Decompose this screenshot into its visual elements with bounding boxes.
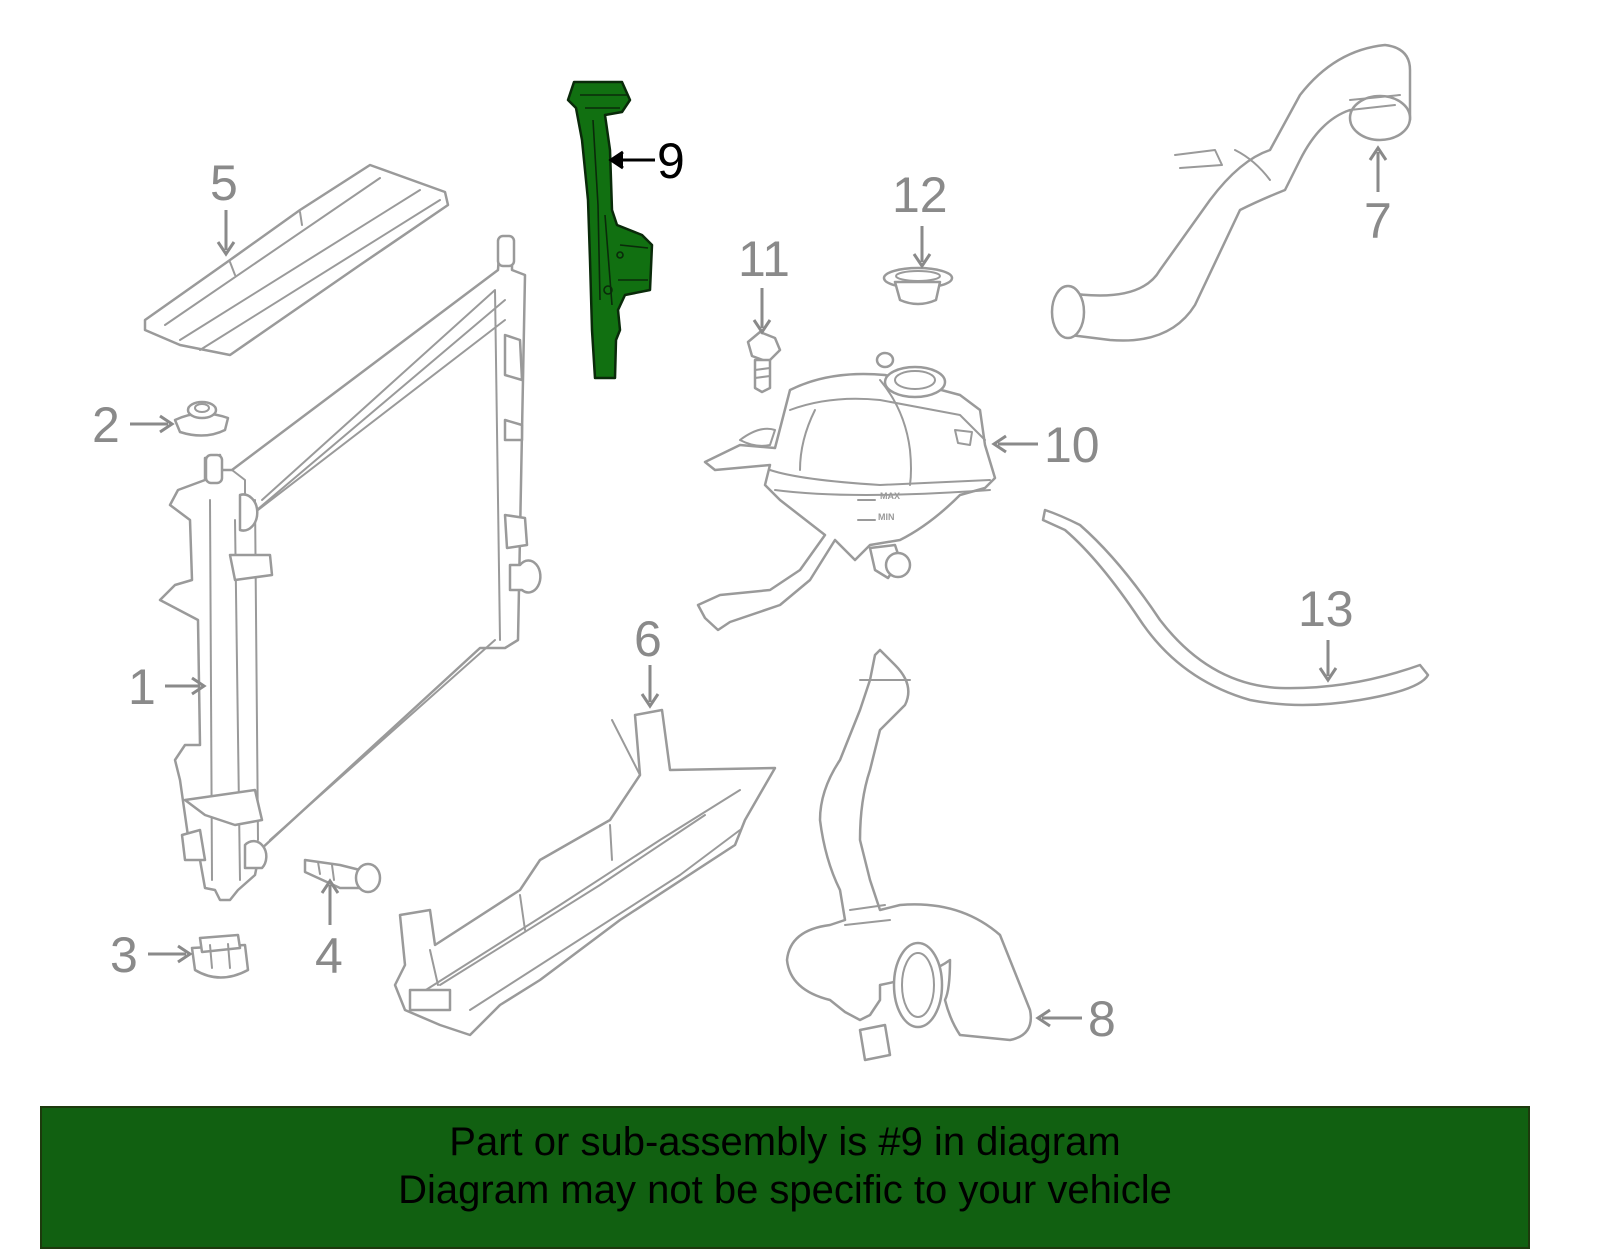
callout-7-number: 7 [1364, 193, 1392, 249]
callout-2: 2 [92, 397, 175, 453]
callout-7: 7 [1364, 145, 1392, 249]
callout-5: 5 [210, 155, 238, 257]
banner-line-1: Part or sub-assembly is #9 in diagram [449, 1120, 1121, 1164]
info-banner: Part or sub-assembly is #9 in diagram Di… [40, 1106, 1530, 1249]
lower-radiator-hose-part [785, 648, 1033, 1062]
callout-6-number: 6 [634, 611, 662, 667]
callout-12: 12 [892, 167, 948, 269]
callout-13-number: 13 [1298, 581, 1354, 637]
upper-isolator-part [173, 400, 230, 437]
min-mark-label: MIN [878, 512, 895, 522]
callout-9-highlighted: 9 [608, 133, 685, 189]
radiator-part [158, 234, 542, 902]
callout-4-number: 4 [315, 928, 343, 984]
callout-12-number: 12 [892, 167, 948, 223]
callout-1: 1 [128, 659, 207, 715]
callout-10-number: 10 [1044, 417, 1100, 473]
bolt-part [746, 330, 782, 394]
drain-plug-part [303, 858, 382, 894]
callout-1-number: 1 [128, 659, 156, 715]
callout-8: 8 [1035, 991, 1116, 1047]
upper-radiator-hose-part [1050, 43, 1412, 342]
max-mark-label: MAX [880, 491, 900, 501]
callout-3-number: 3 [110, 927, 138, 983]
lower-air-deflector-part [393, 708, 777, 1037]
banner-line-2: Diagram may not be specific to your vehi… [398, 1168, 1172, 1212]
callout-10: 10 [991, 417, 1100, 473]
callout-13: 13 [1298, 581, 1354, 683]
callout-11-number: 11 [738, 231, 790, 287]
callout-9-number: 9 [657, 133, 685, 189]
callout-2-number: 2 [92, 397, 120, 453]
callout-6: 6 [634, 611, 662, 709]
lower-isolator-part [190, 933, 250, 979]
overflow-hose-part [1041, 508, 1430, 707]
callout-4: 4 [315, 878, 343, 984]
callout-11: 11 [738, 231, 790, 335]
callout-3: 3 [110, 927, 193, 983]
radiator-bracket-part-highlighted [566, 80, 654, 380]
pressure-cap-part [882, 266, 954, 306]
upper-air-deflector-part [143, 163, 450, 357]
coolant-reservoir-part: MAX MIN [696, 351, 997, 632]
callout-8-number: 8 [1088, 991, 1116, 1047]
callout-5-number: 5 [210, 155, 238, 211]
